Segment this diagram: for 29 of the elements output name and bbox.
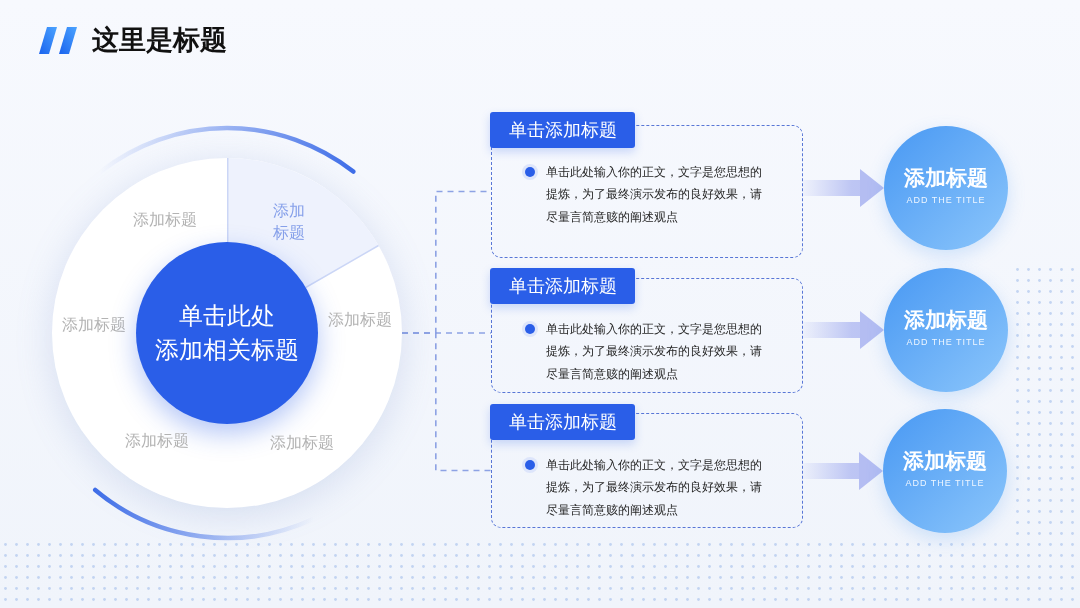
card-body-text: 单击此处输入你的正文，文字是您思想的提炼，为了最终演示发布的良好效果，请尽量言简意赅的阐述观点 xyxy=(546,456,763,519)
segment-label: 添加标题 xyxy=(62,314,126,336)
dashed-card xyxy=(490,112,803,258)
block-arrow xyxy=(803,311,884,349)
segment-label: 添加标题 xyxy=(270,432,334,454)
dashed-card xyxy=(490,404,803,528)
card-body-text: 单击此处输入你的正文，文字是您思想的提炼，为了最终演示发布的良好效果，请尽量言简意赅的阐述观点 xyxy=(546,320,763,383)
circle-subtitle: ADD THE TITLE xyxy=(906,336,986,348)
segment-label: 添加标题 xyxy=(328,309,392,331)
title-tab: 单击添加标题 xyxy=(490,404,635,440)
circle-title: 添加标题 xyxy=(903,447,987,474)
title-tab: 单击添加标题 xyxy=(490,112,635,148)
segment-label: 添加标题 xyxy=(125,430,189,452)
block-arrow xyxy=(803,452,883,490)
circle-subtitle: ADD THE TITLE xyxy=(906,194,986,206)
slide-title: 这里是标题 xyxy=(92,24,227,57)
circle-subtitle: ADD THE TITLE xyxy=(905,477,985,489)
block-arrow xyxy=(803,169,884,207)
circle-title: 添加标题 xyxy=(904,306,988,333)
title-tab: 单击添加标题 xyxy=(490,268,635,304)
circle-title: 添加标题 xyxy=(904,164,988,191)
card-body-text: 单击此处输入你的正文，文字是您思想的提炼，为了最终演示发布的良好效果，请尽量言简意赅的阐述观点 xyxy=(546,163,763,226)
dashed-card xyxy=(490,268,803,393)
dashed-connector xyxy=(401,332,492,472)
highlighted-segment xyxy=(227,158,379,288)
center-circle xyxy=(136,242,318,424)
center-title: 单击此处添加相关标题 xyxy=(154,301,300,365)
segment-label: 添加标题 xyxy=(133,209,197,231)
segment-label: 添加标题 xyxy=(272,201,306,243)
